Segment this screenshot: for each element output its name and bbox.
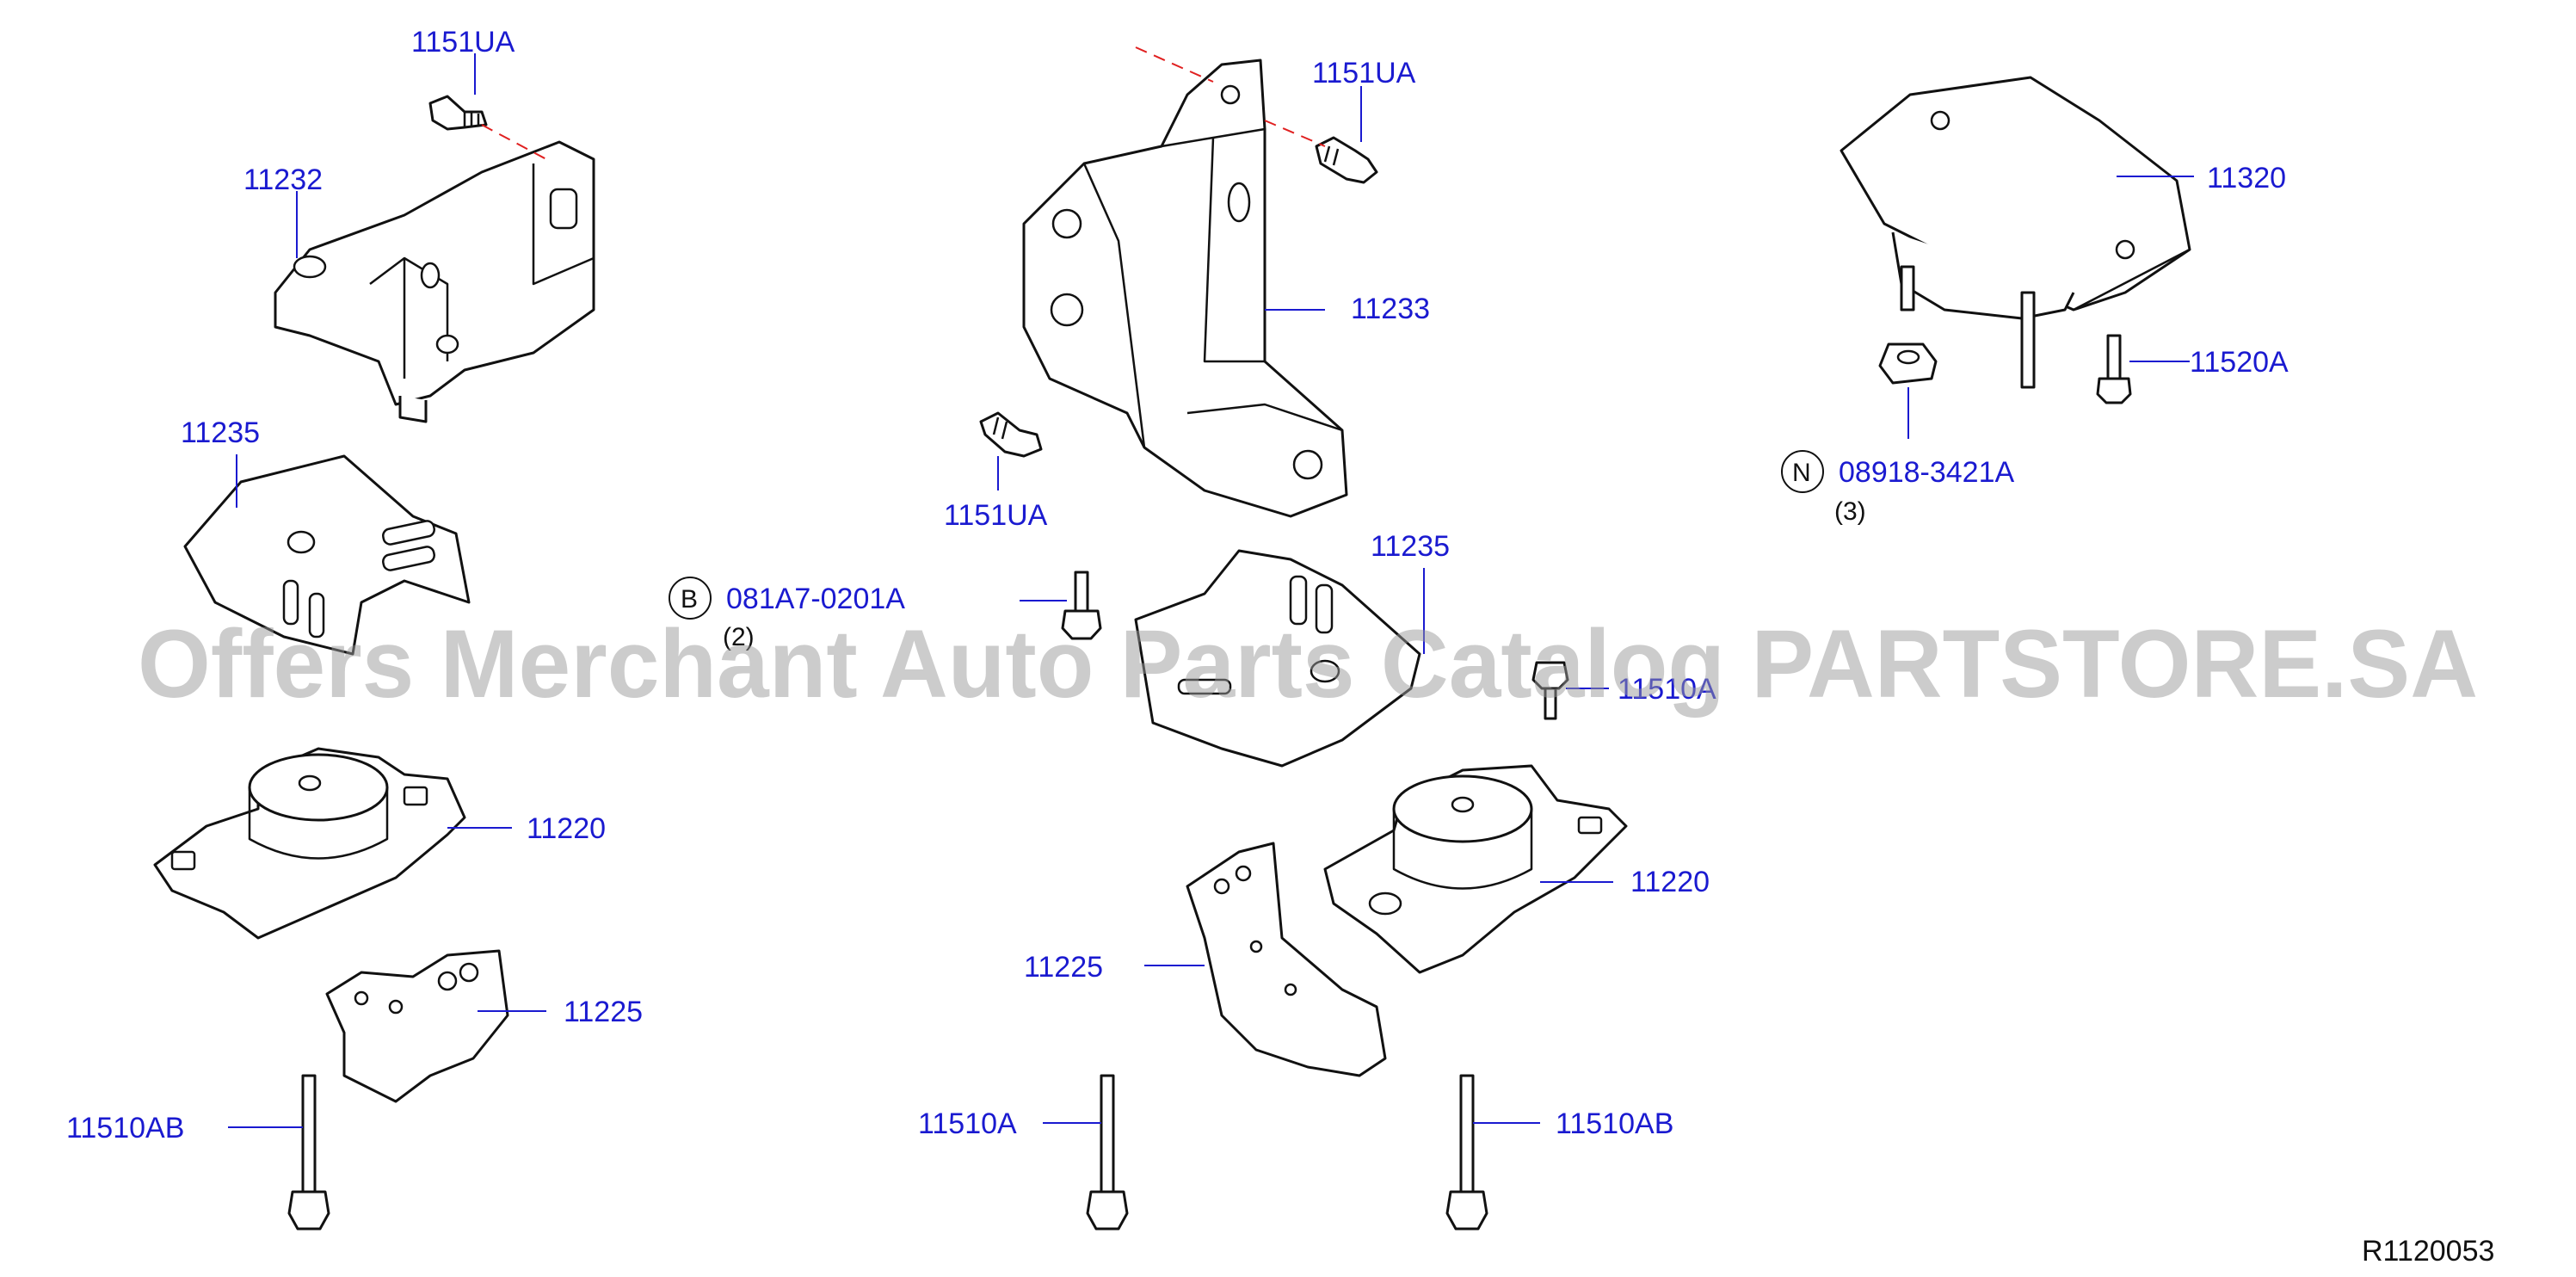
quantity-081a7-0201a: (2) bbox=[723, 623, 755, 651]
callout-11220-right: 11220 bbox=[1630, 866, 1710, 898]
bolt-1151ua-left bbox=[428, 95, 488, 131]
callout-11225-center: 11225 bbox=[1024, 951, 1103, 984]
quantity-08918-3421a: (3) bbox=[1834, 497, 1866, 526]
callout-11233: 11233 bbox=[1351, 293, 1430, 325]
callout-11510a-partial: 11510A bbox=[1618, 673, 1716, 706]
watermark-text: Offers Merchant Auto Parts Catalog PARTS… bbox=[138, 610, 2478, 718]
insulator-11220-left bbox=[153, 747, 466, 940]
callout-11225-left: 11225 bbox=[564, 996, 643, 1028]
alignment-line-left bbox=[481, 124, 547, 160]
nut-08918-3421a bbox=[1878, 342, 1938, 385]
callout-11510ab-left: 11510AB bbox=[66, 1112, 184, 1144]
bolt-symbol-letter: B bbox=[681, 585, 698, 614]
bolt-1151ua-lower bbox=[979, 411, 1043, 458]
insulator-11220-right bbox=[1323, 764, 1628, 974]
bolt-11510ab-left bbox=[287, 1074, 330, 1231]
callout-1151ua-center: 1151UA bbox=[1312, 57, 1416, 89]
bolt-11510a-center bbox=[1086, 1074, 1129, 1231]
bolt-11510a-partial bbox=[1531, 661, 1569, 720]
heat-shield-11235-left bbox=[183, 454, 471, 656]
callout-081a7-0201a: 081A7-0201A bbox=[726, 583, 905, 615]
bolt-081a7-0201a bbox=[1061, 571, 1102, 640]
bolt-symbol: B bbox=[669, 577, 712, 620]
callout-1151ua-left: 1151UA bbox=[411, 26, 515, 59]
leader-lines bbox=[228, 53, 2194, 1128]
callout-11320: 11320 bbox=[2207, 162, 2286, 194]
plate-11320 bbox=[1840, 76, 2191, 389]
bolt-11520a bbox=[2096, 334, 2132, 404]
bolt-1151ua-center bbox=[1315, 136, 1378, 184]
alignment-line-center-top bbox=[1135, 46, 1214, 83]
diagram-reference-code: R1120053 bbox=[2362, 1235, 2494, 1268]
bracket-11225-left bbox=[325, 949, 509, 1103]
callout-11232: 11232 bbox=[243, 163, 323, 196]
bolt-11510ab-right bbox=[1445, 1074, 1488, 1231]
alignment-line-center-right bbox=[1264, 120, 1326, 147]
bracket-11225-center bbox=[1186, 842, 1387, 1077]
callout-11510a: 11510A bbox=[918, 1107, 1017, 1140]
callout-11220-left: 11220 bbox=[527, 812, 606, 845]
engine-mount-bracket-11232 bbox=[274, 140, 595, 423]
callout-1151ua-lower: 1151UA bbox=[944, 499, 1048, 532]
nut-symbol: N bbox=[1781, 450, 1824, 493]
callout-08918-3421a: 08918-3421A bbox=[1839, 456, 2015, 489]
nut-symbol-letter: N bbox=[1792, 459, 1811, 487]
callout-11520a: 11520A bbox=[2190, 346, 2289, 379]
callout-11510ab-right: 11510AB bbox=[1556, 1107, 1673, 1140]
engine-mount-bracket-11233 bbox=[1022, 59, 1348, 518]
callout-11235-center: 11235 bbox=[1371, 530, 1450, 563]
callout-11235-left: 11235 bbox=[181, 416, 260, 449]
heat-shield-11235-center bbox=[1134, 549, 1421, 768]
